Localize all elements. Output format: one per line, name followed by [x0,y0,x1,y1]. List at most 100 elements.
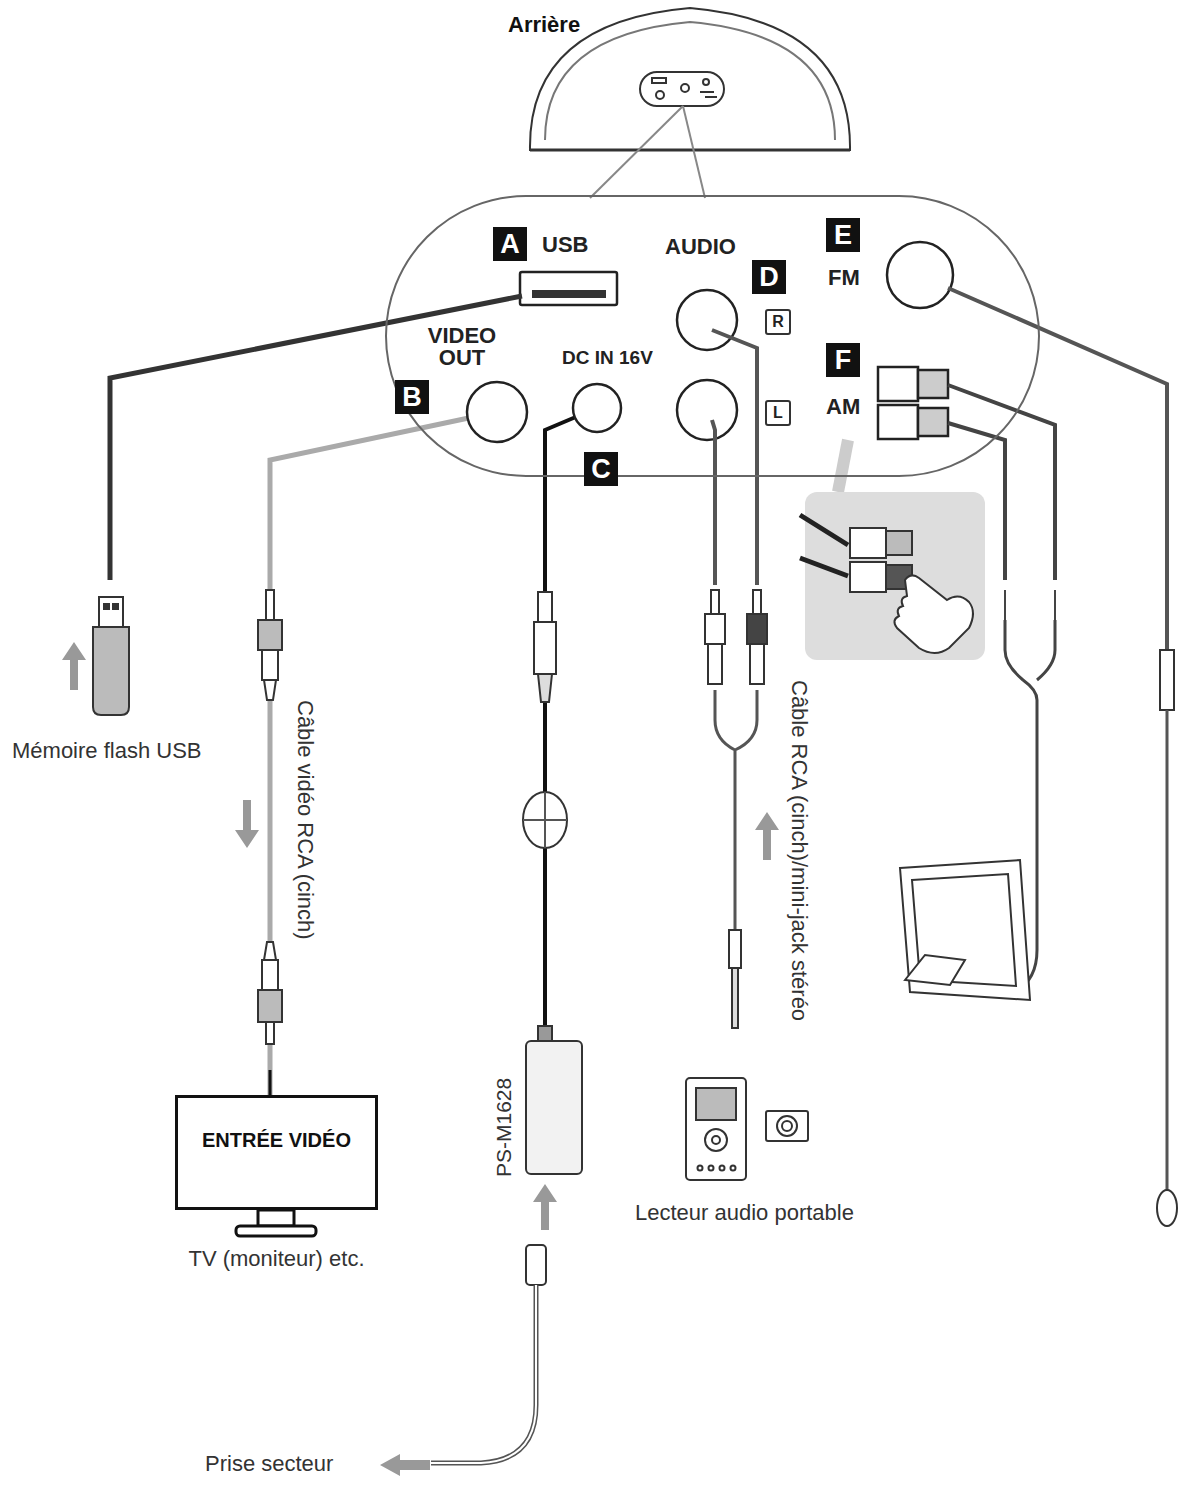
audio-plugs-part [729,930,741,968]
am-inset-part [850,562,886,592]
video-cable-plugs-part [258,620,282,650]
audio-cable-part [715,690,757,930]
portable-player-part [696,1088,736,1120]
cable-connector [545,408,597,1040]
dc-cable-parts-part [431,1285,536,1463]
am-inset-part [805,492,985,660]
cable-label: Câble vidéo RCA (cinch) [292,700,318,940]
power-adapter: PS-M1628 [525,1040,583,1175]
part-label: Lecteur audio portable [635,1200,854,1226]
portable-player-part [731,1166,736,1171]
usb-flash-drive [62,597,129,715]
tv-stand-part [236,1226,316,1236]
tv-stand-part [269,1070,272,1095]
am-antenna-part [948,385,1055,580]
device-rear-part [683,106,705,198]
tv-stand-part [258,1210,294,1226]
dc-cable-parts-part [538,674,552,702]
dc-cable-parts-part [533,1184,557,1230]
port-label: DC IN 16V [562,347,653,369]
am-antenna-part [905,955,965,985]
fm-antenna [948,288,1177,1226]
audio-cable-part [712,420,715,585]
cable-connector [270,412,497,1095]
portable-player-part [705,1129,727,1151]
usb-flash-drive-part [93,627,129,715]
jacks-part [467,382,527,442]
port-label: AM [826,394,860,420]
device-rear-part [590,106,683,198]
port-label: FM [828,265,860,291]
dc-cable-parts-part [534,622,556,674]
dc-cable-parts-part [431,1285,536,1463]
am-inset-part [894,575,973,653]
am-antenna-part [900,860,1030,1000]
video-cable-plugs-part [264,680,276,700]
audio-plugs [705,590,779,1028]
device-rear-part [545,22,835,140]
portable-player-part [709,1166,714,1171]
am-antenna-part [948,423,1005,580]
audio-plugs-part [753,590,761,614]
usb-cable-part [110,296,522,580]
device-rear-part [700,92,717,97]
part-label: Mémoire flash USB [12,738,202,764]
usb-flash-drive-part [104,604,109,609]
am-inset-part [850,528,886,558]
video-cable-plugs-part [266,590,274,620]
portable-player [686,1078,808,1180]
audio-plugs-part [711,590,719,614]
jacks [467,242,953,442]
callout-letter: F [826,343,860,377]
dc-cable-parts-part [523,792,567,848]
portable-player-part [712,1136,720,1144]
am-inset-part [800,515,848,576]
tv-monitor: ENTRÉE VIDÉOTV (moniteur) etc. [175,1095,378,1210]
usb-flash-drive-part [99,597,123,627]
portable-player-part [698,1166,703,1171]
jacks-part [878,367,918,401]
jacks-part [887,242,953,308]
callout-letter: E [826,218,860,252]
video-cable-plugs-part [235,800,259,848]
portable-player-part [782,1121,792,1131]
portable-player-part [766,1111,808,1141]
dc-cable-parts-part [538,592,552,622]
jacks-part [677,380,737,440]
device-rear-part [681,84,689,92]
audio-plugs-part [708,644,722,684]
audio-plugs-part [750,644,764,684]
jacks-part [532,290,606,298]
video-cable-plugs-part [264,942,276,960]
dc-cable-parts [380,592,567,1476]
cable-label: Câble RCA (cinch)/mini-jack stéréo [786,680,812,1021]
dc-cable-parts-part [380,1454,430,1476]
callout-letter: C [584,452,618,486]
view-title: Arrière [508,12,580,38]
part-label: Prise secteur [205,1451,333,1477]
jacks-part [677,290,737,350]
jacks-part [520,272,617,305]
callout-letter: B [395,380,429,414]
rear-panel: USBVIDEO OUTDC IN 16VAUDIORLFMAM [385,195,1040,477]
audio-plugs-part [705,614,725,644]
audio-plugs-part [732,968,738,1028]
channel-label: L [765,400,791,426]
channel-label: R [765,309,791,335]
portable-player-part [777,1116,797,1136]
usb-flash-drive-part [113,604,118,609]
callout-letter: D [752,260,786,294]
tv-caption: TV (moniteur) etc. [188,1246,364,1272]
adapter-model: PS-M1628 [492,1078,516,1177]
video-cable-plugs-part [266,1022,274,1044]
callout-letter: A [493,227,527,261]
dc-cable-parts-part [526,1245,546,1285]
video-cable-plugs-part [258,990,282,1022]
port-label: USB [542,232,588,258]
fm-antenna-part [1160,650,1174,710]
fm-antenna-part [948,288,1167,650]
audio-cable-part [712,330,757,585]
am-inset-part [886,531,912,555]
port-label: AUDIO [665,234,736,260]
